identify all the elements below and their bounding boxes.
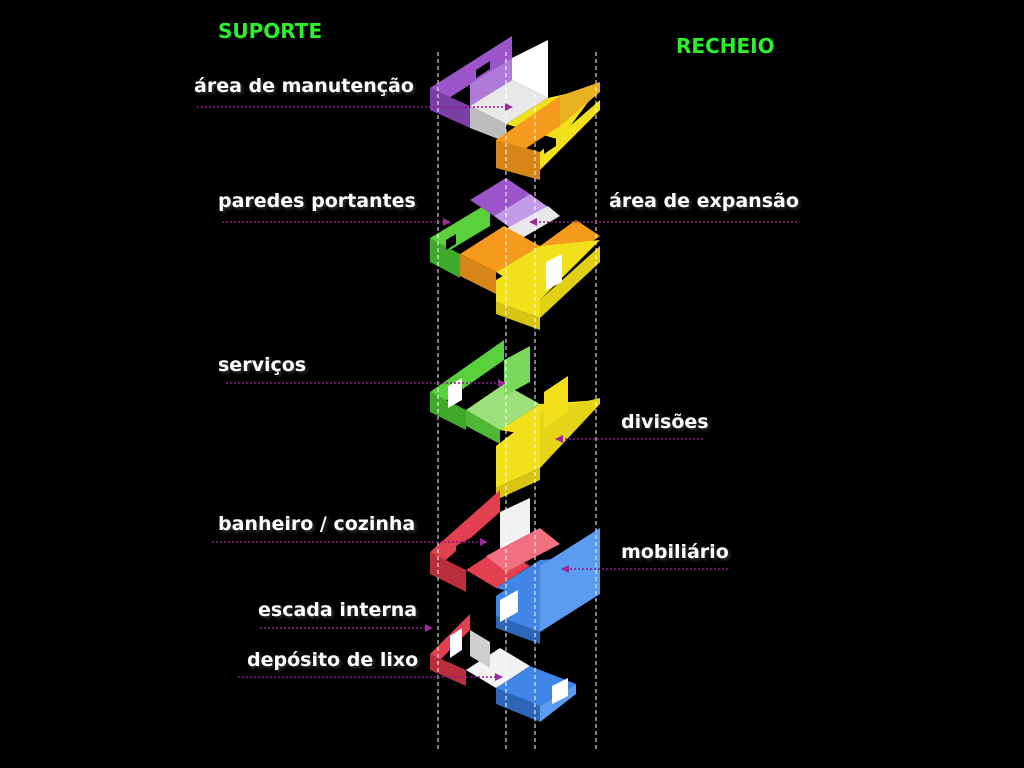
label-area-manutencao: área de manutenção bbox=[194, 75, 414, 97]
label-mobiliario: mobiliário bbox=[621, 541, 729, 563]
label-area-expansao: área de expansão bbox=[609, 190, 799, 212]
level-2 bbox=[430, 178, 600, 330]
label-divisoes: divisões bbox=[621, 411, 709, 433]
leader-arrows bbox=[197, 103, 797, 681]
guide-lines bbox=[437, 52, 597, 752]
header-suporte: SUPORTE bbox=[218, 19, 323, 43]
label-escada-interna: escada interna bbox=[258, 599, 418, 621]
level-3 bbox=[430, 340, 600, 500]
header-recheio: RECHEIO bbox=[676, 34, 775, 58]
level-1 bbox=[430, 36, 600, 180]
label-servicos: serviços bbox=[218, 354, 307, 376]
label-deposito-lixo: depósito de lixo bbox=[247, 649, 419, 671]
level-4 bbox=[430, 490, 600, 644]
label-banheiro-cozinha: banheiro / cozinha bbox=[218, 513, 416, 535]
label-paredes-portantes: paredes portantes bbox=[218, 190, 416, 212]
level-5 bbox=[430, 614, 576, 722]
